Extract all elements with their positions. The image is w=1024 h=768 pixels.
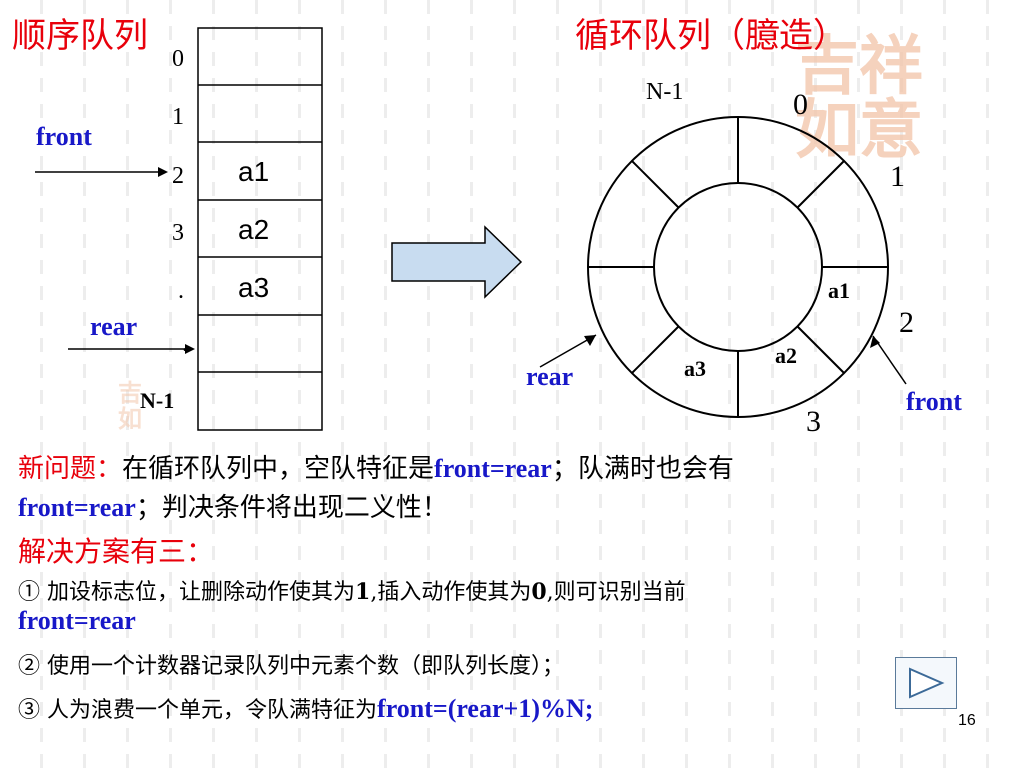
ring-position-2: 2 bbox=[899, 306, 914, 339]
play-triangle-icon bbox=[909, 667, 945, 699]
problem-label: 新问题： bbox=[18, 454, 123, 484]
seq-cell-value: a2 bbox=[238, 214, 270, 245]
ring-spoke bbox=[631, 160, 680, 209]
solution-1-bold-1: 1 bbox=[355, 579, 371, 605]
ring-position-3: 3 bbox=[806, 405, 821, 438]
solution-2-line: ② 使用一个计数器记录队列中元素个数（即队列长度）； bbox=[18, 648, 564, 680]
seq-index: 3 bbox=[172, 220, 184, 246]
seq-index: N-1 bbox=[140, 388, 175, 413]
solution-1-formula: front=rear bbox=[18, 606, 136, 635]
seq-index: . bbox=[182, 331, 188, 357]
seq-index: . bbox=[178, 278, 184, 304]
solution-1-text-b: ,插入动作使其为 bbox=[370, 580, 532, 605]
page-number: 16 bbox=[958, 712, 976, 729]
next-slide-button[interactable] bbox=[895, 657, 957, 709]
sequential-queue-diagram bbox=[35, 27, 523, 431]
ring-front-arrowhead bbox=[870, 336, 880, 348]
small-seal: 吉如 bbox=[118, 378, 142, 433]
ring-rear-label: rear bbox=[526, 362, 574, 391]
title-sequential-queue: 顺序队列 bbox=[12, 16, 148, 56]
ring-spoke bbox=[796, 325, 845, 374]
seq-index: 2 bbox=[172, 163, 184, 189]
circular-queue-diagram bbox=[539, 116, 907, 418]
solution-1-text-c: ,则可识别当前 bbox=[546, 580, 686, 605]
solution-2-number: ② bbox=[18, 654, 41, 679]
seq-rear-label: rear bbox=[90, 312, 138, 341]
problem-body-3: ；判决条件将出现二义性！ bbox=[135, 493, 448, 523]
ring-element: a3 bbox=[684, 356, 706, 381]
problem-line-2: front=rear；判决条件将出现二义性！ bbox=[18, 487, 448, 524]
seq-index: 1 bbox=[172, 104, 184, 130]
ring-element: a1 bbox=[828, 278, 850, 303]
ring-element: a2 bbox=[775, 343, 797, 368]
solution-heading: 解决方案有三： bbox=[18, 535, 215, 568]
seq-cell-value: a1 bbox=[238, 156, 270, 187]
solution-1-text-a: 加设标志位，让删除动作使其为 bbox=[47, 580, 356, 605]
rear-arrowhead bbox=[185, 344, 195, 354]
solution-3-number: ③ bbox=[18, 698, 41, 723]
problem-body-1: 在循环队列中，空队特征是 bbox=[122, 454, 435, 484]
ring-front-arrow bbox=[872, 335, 907, 385]
seq-cell-value: a3 bbox=[238, 272, 270, 303]
title-circular-queue: 循环队列（臆造） bbox=[575, 16, 847, 56]
problem-line-1: 新问题：在循环队列中，空队特征是front=rear；队满时也会有 bbox=[18, 448, 734, 485]
ring-position-1: 1 bbox=[890, 160, 905, 193]
solution-3-text-a: 人为浪费一个单元，令队满特征为 bbox=[47, 698, 378, 723]
problem-body-2: ；队满时也会有 bbox=[551, 454, 734, 484]
ring-rear-arrowhead bbox=[584, 335, 596, 346]
solution-1-number: ① bbox=[18, 580, 41, 605]
front-arrowhead bbox=[158, 167, 168, 177]
ring-inner bbox=[653, 182, 823, 352]
solution-1-bold-0: 0 bbox=[531, 579, 547, 605]
solution-3-line: ③ 人为浪费一个单元，令队满特征为front=(rear+1)%N; bbox=[18, 692, 593, 724]
solution-2-text: 使用一个计数器记录队列中元素个数（即队列长度）； bbox=[47, 654, 565, 679]
ring-label-n-1: N-1 bbox=[646, 79, 684, 105]
transform-block-arrow bbox=[391, 225, 523, 299]
seq-index: 0 bbox=[172, 46, 184, 72]
ring-spoke bbox=[631, 325, 680, 374]
problem-formula-1: front=rear bbox=[434, 454, 552, 483]
queue-column bbox=[197, 27, 323, 431]
ring-position-0: 0 bbox=[793, 88, 808, 121]
watermark-seal: 吉祥如意 bbox=[795, 29, 923, 168]
solution-3-formula: front=(rear+1)%N; bbox=[377, 694, 594, 723]
ring-front-label: front bbox=[906, 387, 962, 416]
ring-spoke bbox=[796, 160, 845, 209]
solution-1-line-1: ① 加设标志位，让删除动作使其为1,插入动作使其为0,则可识别当前 bbox=[18, 574, 686, 606]
problem-formula-2: front=rear bbox=[18, 493, 136, 522]
seq-front-label: front bbox=[36, 122, 92, 151]
